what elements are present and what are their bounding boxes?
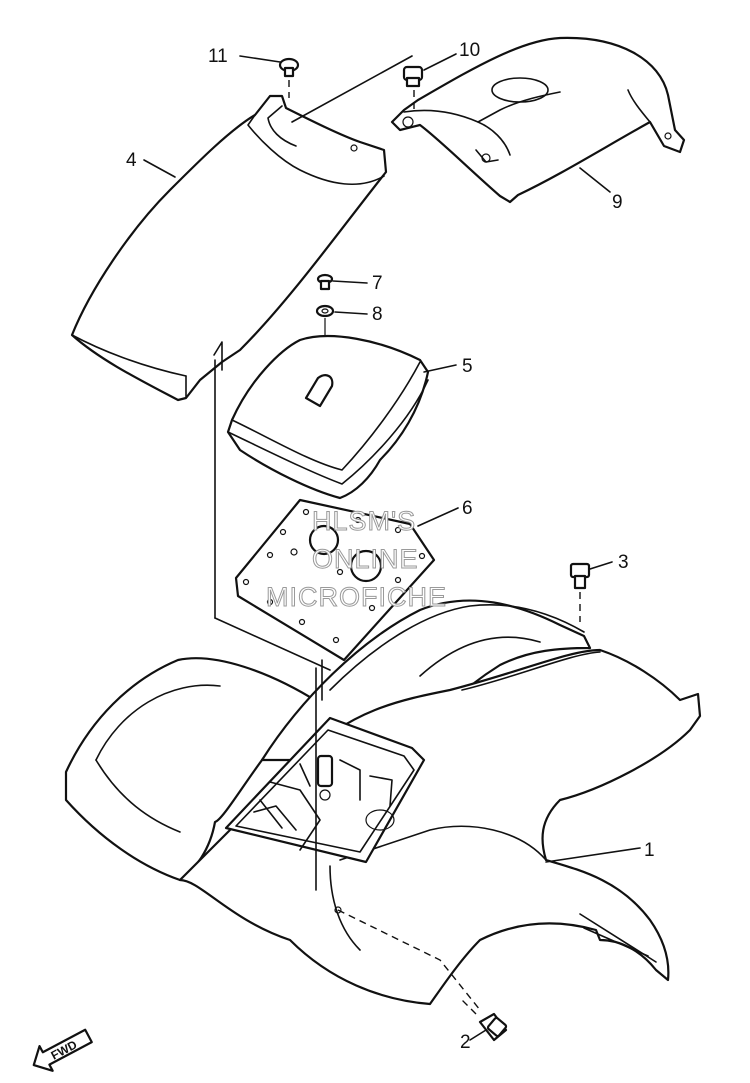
callout-8: 8: [372, 304, 383, 325]
callout-7: 7: [372, 273, 383, 294]
part-7-screw: [316, 273, 334, 291]
callout-6: 6: [462, 498, 473, 519]
leader-lines: [143, 53, 641, 1041]
part-2-bolt: [461, 999, 508, 1042]
watermark: HLSM'S ONLINE MICROFICHE: [266, 506, 447, 613]
callout-numbers: 1 2 3 4 5 6 7 8 9 10 11: [126, 40, 655, 1053]
watermark-line-3: MICROFICHE: [266, 582, 447, 612]
callout-1: 1: [644, 840, 655, 861]
callout-2: 2: [460, 1032, 471, 1053]
part-11-screw: [278, 57, 300, 98]
part-9-rear-cover: [390, 36, 686, 204]
part-4-flap: [70, 94, 388, 402]
callout-5: 5: [462, 356, 473, 377]
watermark-line-2: ONLINE: [312, 544, 419, 574]
part-5-box-lid: [226, 334, 430, 500]
callout-3: 3: [618, 552, 629, 573]
callout-10: 10: [459, 40, 480, 61]
callout-4: 4: [126, 150, 137, 171]
guide-line-4b: [214, 617, 331, 671]
callout-11: 11: [208, 46, 228, 67]
part-3-bolt: [569, 562, 591, 622]
fwd-arrow-icon: FWD: [32, 1028, 93, 1072]
watermark-line-1: HLSM'S: [312, 506, 416, 536]
callout-9: 9: [612, 192, 623, 213]
part-10-collar: [402, 65, 424, 110]
part-6-gasket: [234, 498, 436, 662]
leader-10-11-link: [291, 55, 413, 123]
part-1-rear-fender: [64, 599, 702, 1011]
